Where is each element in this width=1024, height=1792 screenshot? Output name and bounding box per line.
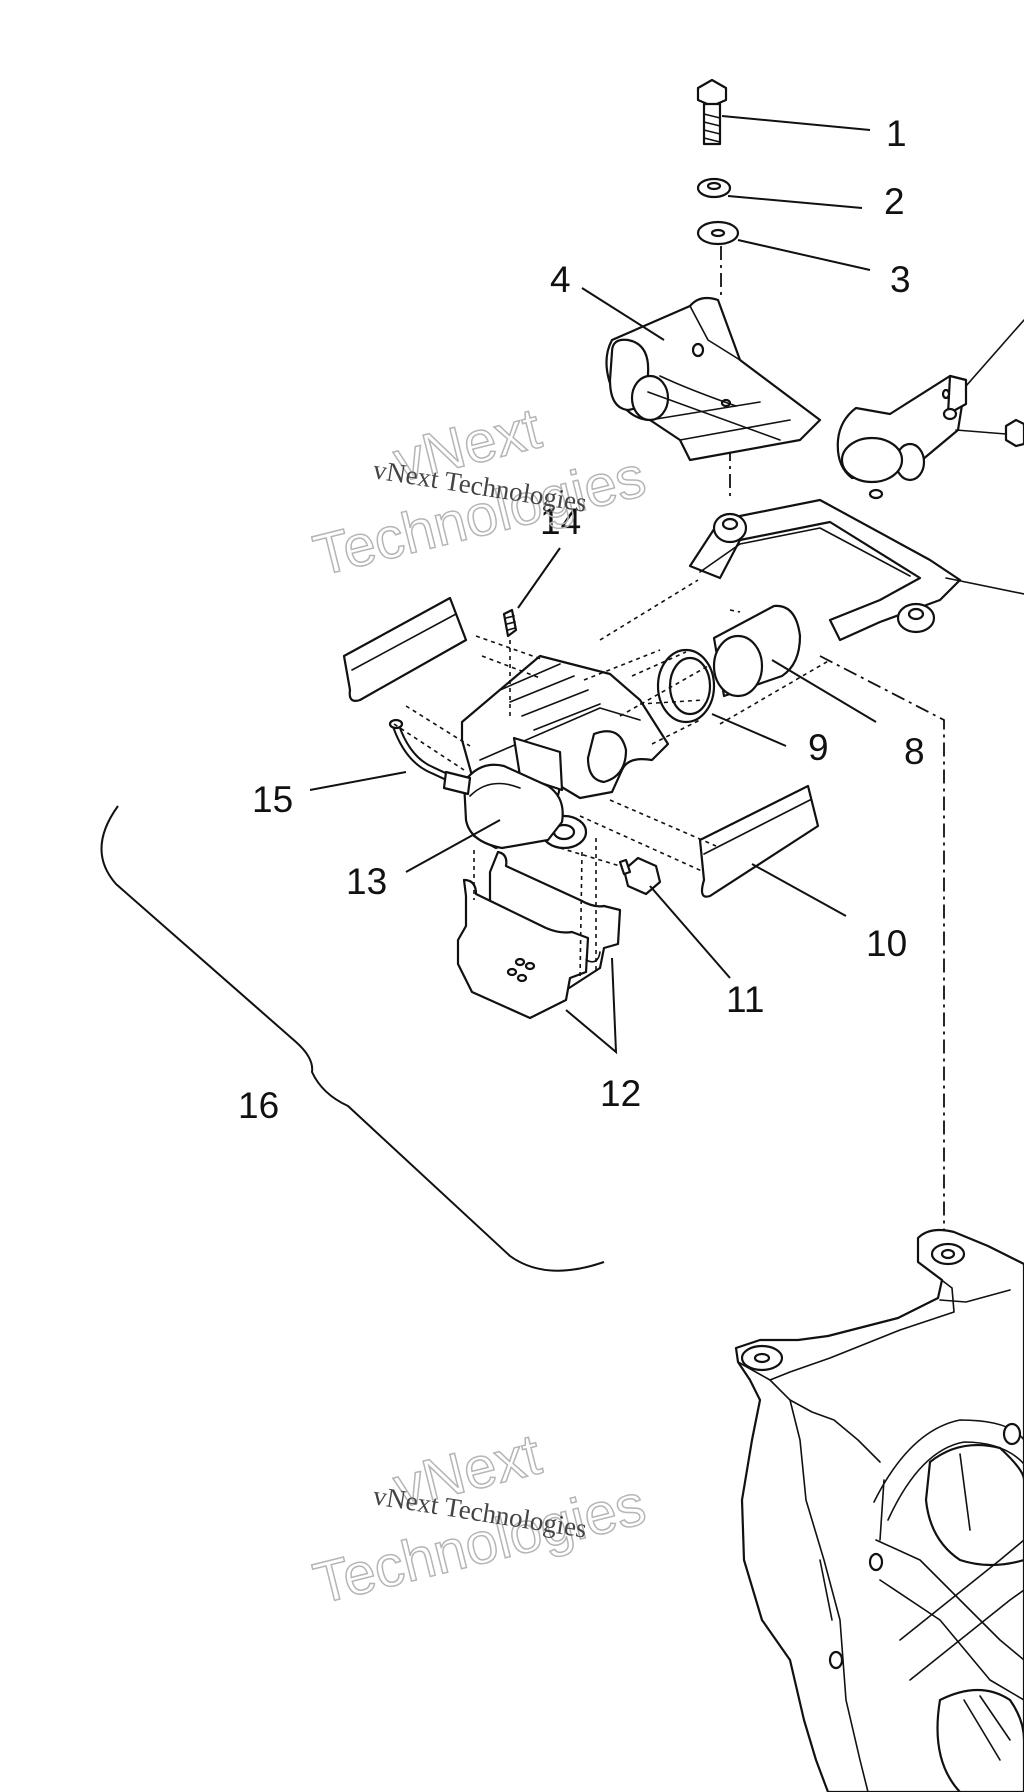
callout-4: 4: [550, 259, 571, 300]
callout-11: 11: [726, 979, 764, 1020]
callout-8: 8: [904, 731, 925, 772]
part-bolt: [696, 78, 728, 146]
part-brake-line: [388, 718, 472, 796]
callout-2: 2: [884, 181, 905, 222]
part-side-bolt: [955, 418, 1024, 448]
part-lock-washer: [696, 177, 732, 199]
callout-1: 1: [886, 113, 907, 154]
watermark-lower: vNext Technologies vNext Technologies: [307, 1421, 653, 1617]
callout-12: 12: [600, 1073, 641, 1114]
part-caliper-frame: [688, 498, 1024, 642]
callout-13: 13: [346, 861, 387, 902]
part-mounting-bracket: [605, 296, 822, 462]
callout-15: 15: [252, 779, 293, 820]
watermark-upper: vNext Technologies vNext Technologies: [307, 395, 653, 589]
part-nut: [618, 856, 662, 896]
leader-lines: [309, 115, 877, 1055]
part-flat-washer: [696, 220, 740, 246]
callout-16: 16: [238, 1085, 279, 1126]
callout-3: 3: [890, 259, 911, 300]
callout-10: 10: [866, 923, 907, 964]
part-pad-shim-lower: [698, 784, 820, 898]
part-piston: [712, 604, 802, 698]
part-bleeder: [502, 608, 518, 638]
callout-labels: 1 2 3 4 8 9 10 11 12 13 14 15 16: [238, 113, 925, 1126]
part-pad-shim-upper: [342, 596, 468, 702]
part-clevis: [836, 319, 1024, 500]
part-seal-ring: [656, 648, 716, 724]
callout-9: 9: [808, 727, 829, 768]
assembly-brace: [100, 805, 605, 1272]
alignment-line: [819, 655, 945, 1250]
part-cast-bracket: [734, 1228, 1024, 1792]
assembly-dashed-lines: [393, 579, 831, 981]
callout-14: 14: [540, 501, 581, 542]
